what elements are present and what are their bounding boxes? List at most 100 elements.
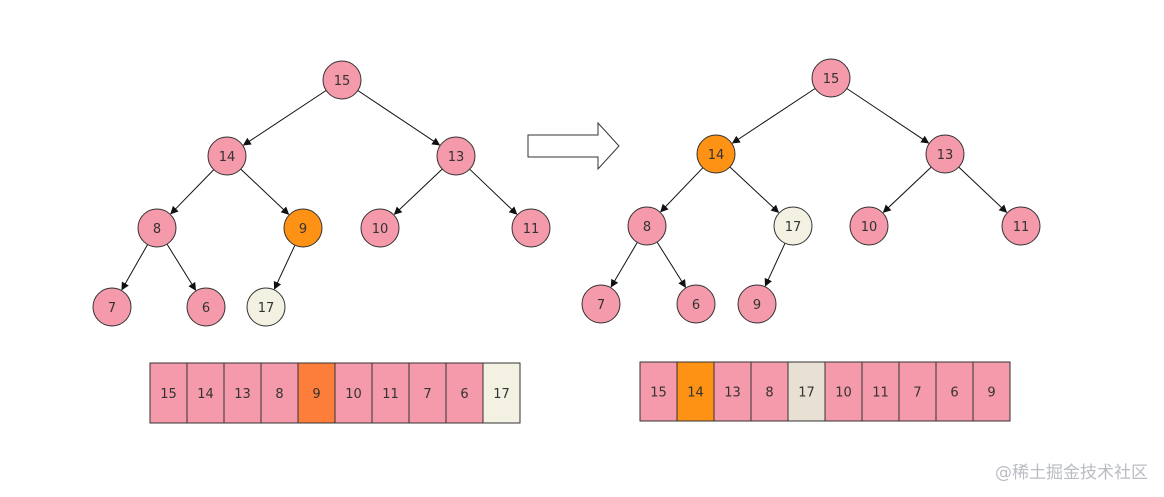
right-node-circle — [1001, 206, 1041, 246]
left-array-cell-label: 14 — [197, 387, 214, 402]
right-array-cell: 7 — [898, 361, 937, 422]
left-array-cell: 14 — [186, 362, 225, 424]
left-array-cell: 6 — [445, 362, 484, 424]
left-node-circle — [137, 208, 177, 248]
left-edge-n0-n2 — [357, 90, 441, 146]
right-array-cell-box — [676, 361, 715, 422]
left-array-cell: 17 — [482, 362, 521, 424]
left-array-cell: 7 — [408, 362, 447, 424]
right-node-label: 15 — [823, 72, 840, 87]
right-node-label: 13 — [937, 148, 954, 163]
left-edge-n1-n3 — [170, 169, 215, 215]
left-node-circle — [322, 60, 362, 100]
right-node-label: 17 — [785, 220, 802, 235]
left-node-label: 11 — [523, 222, 540, 237]
left-array-cell: 13 — [223, 362, 262, 424]
left-node-circle — [246, 287, 286, 327]
right-node-label: 8 — [643, 220, 651, 235]
right-edge-n0-n1 — [731, 88, 816, 144]
right-node-label: 10 — [861, 220, 878, 235]
left-node-circle — [511, 208, 551, 248]
right-node-circle — [925, 134, 965, 174]
left-array-cell-box — [297, 362, 336, 424]
left-array-cell-label: 13 — [234, 387, 251, 402]
left-array-cell: 9 — [297, 362, 336, 424]
right-array-cell-box — [713, 361, 752, 422]
right-array-cell: 13 — [713, 361, 752, 422]
left-node-circle — [283, 208, 323, 248]
right-tree-node: 13 — [925, 134, 965, 174]
left-tree-node: 13 — [436, 136, 476, 176]
left-edge-n1-n4 — [240, 168, 290, 215]
left-tree-node: 14 — [207, 136, 247, 176]
left-array-cell-label: 6 — [460, 387, 468, 402]
left-tree-node: 6 — [186, 287, 226, 327]
left-tree-node: 8 — [137, 208, 177, 248]
right-edge-n4-n9 — [764, 243, 786, 287]
right-node-circle — [737, 284, 777, 324]
left-tree-node: 9 — [283, 208, 323, 248]
left-array-cell-label: 17 — [493, 387, 510, 402]
left-edge-n0-n1 — [242, 90, 327, 146]
left-array-cell-box — [334, 362, 373, 424]
right-edge-n2-n5 — [882, 166, 932, 213]
right-node-circle — [811, 58, 851, 98]
left-node-circle — [207, 136, 247, 176]
left-edge-n2-n6 — [469, 168, 518, 215]
left-tree-node: 11 — [511, 208, 551, 248]
left-array-cell: 10 — [334, 362, 373, 424]
left-node-label: 10 — [372, 222, 389, 237]
right-array-cell-label: 9 — [987, 386, 995, 401]
left-edge-n2-n5 — [393, 168, 443, 215]
right-node-circle — [581, 284, 621, 324]
left-array-cell-box — [408, 362, 447, 424]
right-array-cell: 8 — [750, 361, 789, 422]
left-node-circle — [186, 287, 226, 327]
left-node-label: 15 — [334, 74, 351, 89]
right-array-cell-label: 6 — [950, 386, 958, 401]
left-array-cell-box — [371, 362, 410, 424]
watermark: @稀土掘金技术社区 — [995, 463, 1148, 483]
right-tree-node: 14 — [696, 134, 736, 174]
left-node-label: 7 — [108, 301, 116, 316]
right-array-cell-label: 17 — [798, 386, 815, 401]
right-node-circle — [676, 284, 716, 324]
left-array-cell-label: 15 — [160, 387, 177, 402]
left-node-circle — [436, 136, 476, 176]
right-array-cell-box — [972, 361, 1011, 422]
left-array-cell-label: 11 — [382, 387, 399, 402]
right-node-circle — [627, 206, 667, 246]
left-array-cell-box — [223, 362, 262, 424]
right-array-cell-label: 15 — [650, 386, 667, 401]
right-array-cell-box — [639, 361, 678, 422]
right-node-circle — [773, 206, 813, 246]
right-edge-n1-n4 — [729, 166, 780, 213]
right-node-circle — [696, 134, 736, 174]
right-array-cell-label: 14 — [687, 386, 704, 401]
right-node-label: 6 — [692, 298, 700, 313]
right-array-cell-box — [935, 361, 974, 422]
right-tree-node: 8 — [627, 206, 667, 246]
right-array-cell-label: 11 — [872, 386, 889, 401]
left-tree-node: 15 — [322, 60, 362, 100]
right-tree-node: 9 — [737, 284, 777, 324]
right-array-cell-box — [898, 361, 937, 422]
left-array-cell: 8 — [260, 362, 299, 424]
right-array-cell-box — [861, 361, 900, 422]
left-array-cell-label: 7 — [423, 387, 431, 402]
left-node-label: 17 — [258, 301, 275, 316]
left-tree-node: 7 — [92, 287, 132, 327]
left-array-cell-label: 10 — [345, 387, 362, 402]
left-node-label: 13 — [448, 150, 465, 165]
right-tree-node: 11 — [1001, 206, 1041, 246]
right-tree-node: 7 — [581, 284, 621, 324]
right-node-label: 11 — [1013, 220, 1030, 235]
left-edge-n3-n8 — [166, 243, 197, 291]
right-array-cell: 6 — [935, 361, 974, 422]
right-array-cell-label: 13 — [724, 386, 741, 401]
right-array-cell: 15 — [639, 361, 678, 422]
right-edge-n3-n8 — [656, 241, 686, 288]
left-array-cell: 15 — [149, 362, 188, 424]
right-edge-n2-n6 — [958, 166, 1008, 213]
